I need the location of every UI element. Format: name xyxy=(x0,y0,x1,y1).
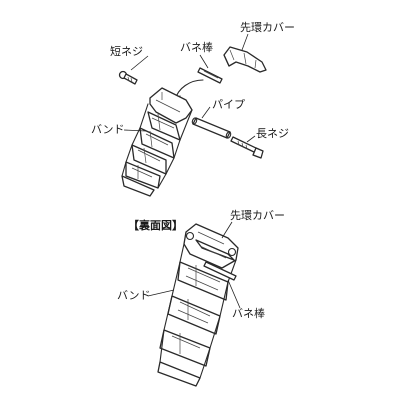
end-cover-part-top xyxy=(223,46,267,73)
label-band-bottom: バンド xyxy=(117,289,151,302)
label-band-top: バンド xyxy=(91,123,125,136)
spring-bar-part-top xyxy=(197,67,223,84)
label-back-view-title: 【裏面図】 xyxy=(128,219,183,232)
band-part-top xyxy=(121,87,193,197)
label-spring-bar-bottom: バネ棒 xyxy=(232,307,265,320)
short-screw-part xyxy=(118,70,138,85)
leader-pipe xyxy=(201,106,211,119)
label-long-screw: 長ネジ xyxy=(256,127,289,140)
long-screw-part xyxy=(230,136,264,159)
label-top-cover: 先環カバー xyxy=(240,21,295,34)
band-back-view xyxy=(157,223,239,387)
label-short-screw: 短ネジ xyxy=(110,45,143,58)
label-spring-bar-top: バネ棒 xyxy=(180,41,213,54)
leader-band-top xyxy=(123,129,147,132)
pipe-part xyxy=(191,117,232,139)
label-pipe: パイプ xyxy=(212,98,245,111)
leader-short-screw xyxy=(130,55,149,71)
leader-long-screw xyxy=(246,135,256,143)
leader-top-cover xyxy=(241,33,249,51)
leader-spring-bar-top xyxy=(199,54,209,69)
label-bottom-cover: 先環カバー xyxy=(230,209,285,222)
leader-spring-bar-bottom xyxy=(227,279,241,309)
leader-band-bottom xyxy=(147,289,175,297)
leader-bottom-cover xyxy=(221,221,233,239)
